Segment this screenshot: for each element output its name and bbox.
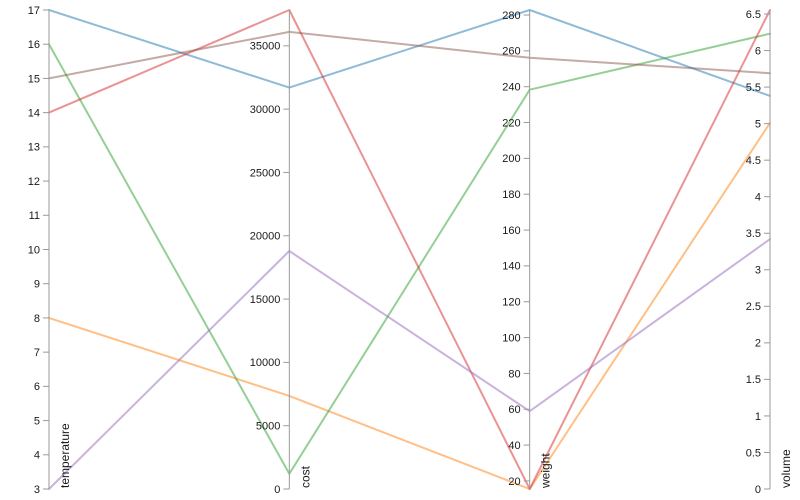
tick-label: 9 (34, 279, 40, 291)
axis-label: weight (539, 453, 553, 489)
tick-label: 6.5 (746, 9, 761, 21)
tick-label: 14 (28, 107, 40, 119)
series-line (48, 9, 771, 490)
tick-label: 13 (28, 142, 40, 154)
tick-label: 10 (28, 244, 40, 256)
tick-label: 260 (502, 46, 520, 58)
tick-label: 11 (29, 210, 40, 222)
tick-label: 140 (502, 261, 520, 273)
series-line (48, 9, 771, 97)
tick-label: 8 (34, 313, 40, 325)
axis-weight: 20 40 60 80 100 120 140 160 180 200 220 240 260 280 we… (502, 10, 553, 489)
tick-label: 12 (28, 176, 40, 188)
tick-label: 3 (755, 265, 761, 277)
tick-label: 15000 (250, 294, 281, 306)
tick-label: 25000 (250, 167, 281, 179)
series-lines (48, 9, 771, 490)
axis-label: cost (298, 465, 312, 488)
tick-label: 220 (502, 117, 520, 129)
tick-label: 15 (28, 73, 40, 85)
tick-label: 2 (755, 338, 761, 350)
tick-label: 6 (755, 45, 761, 57)
tick-label: 5 (34, 415, 40, 427)
tick-label: 100 (502, 332, 520, 344)
tick-label: 5000 (256, 421, 280, 433)
tick-label: 40 (508, 440, 520, 452)
tick-label: 200 (502, 153, 520, 165)
tick-label: 7 (34, 347, 40, 359)
tick-label: 280 (502, 10, 520, 22)
tick-label: 17 (28, 5, 40, 17)
tick-label: 4 (755, 192, 761, 204)
tick-label: 3.5 (746, 228, 761, 240)
tick-label: 120 (502, 297, 520, 309)
tick-label: 160 (502, 225, 520, 237)
tick-label: 16 (28, 39, 40, 51)
tick-label: 3 (34, 484, 40, 496)
tick-label: 6 (34, 381, 40, 393)
series-line (48, 121, 771, 490)
axis-label: volume (779, 449, 793, 488)
tick-label: 4 (34, 450, 40, 462)
tick-label: 2.5 (746, 301, 761, 313)
tick-label: 80 (508, 368, 520, 380)
axis-cost: 0 5000 10000 15000 20000 25000 30000 35000 cost (250, 10, 312, 496)
tick-label: 20 (508, 476, 520, 488)
tick-label: 5 (755, 118, 761, 130)
tick-label: 35000 (250, 41, 281, 53)
tick-label: 240 (502, 82, 520, 94)
tick-label: 4.5 (746, 155, 761, 167)
tick-label: 180 (502, 189, 520, 201)
axis-temperature: 3 4 5 6 7 8 9 10 11 12 13 14 15 16 17 temperature (28, 5, 72, 496)
tick-label: 0.5 (746, 447, 761, 459)
tick-label: 5.5 (746, 82, 761, 94)
series-line (48, 238, 771, 490)
axis-volume: 0 0.5 1 1.5 2 2.5 3 3.5 4 4.5 5 5.5 6 6.5 volume (746, 9, 793, 496)
tick-label: 30000 (250, 104, 281, 116)
series-line (48, 30, 771, 80)
axis-label: temperature (58, 423, 72, 488)
tick-label: 1 (755, 411, 761, 423)
tick-label: 0 (755, 484, 761, 496)
series-line (48, 32, 771, 475)
tick-label: 0 (274, 484, 280, 496)
tick-label: 1.5 (746, 374, 761, 386)
tick-label: 10000 (250, 357, 281, 369)
tick-label: 60 (508, 404, 520, 416)
tick-label: 20000 (250, 231, 281, 243)
